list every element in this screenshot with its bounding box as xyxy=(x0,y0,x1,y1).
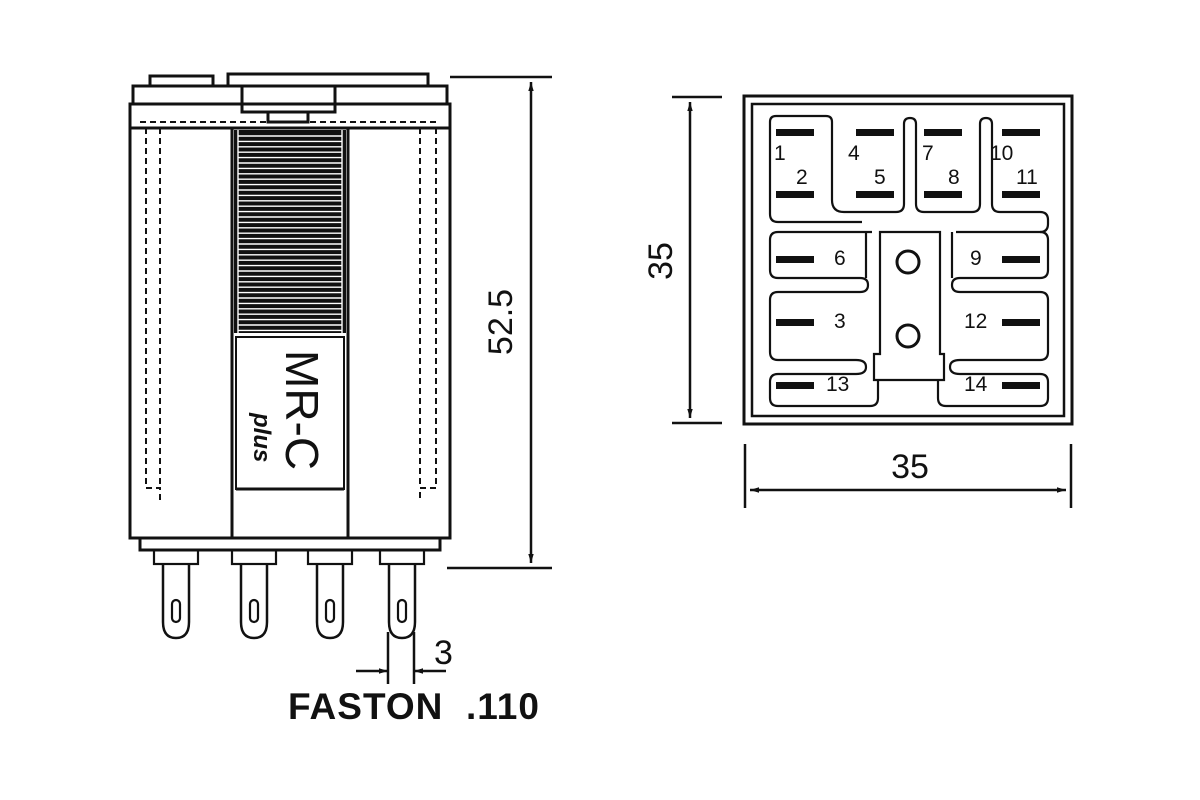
pin-number-label: 4 xyxy=(848,142,860,165)
pin-number-label: 13 xyxy=(826,373,849,396)
pin-pitch-dimension xyxy=(356,632,446,684)
mounting-hole-lower xyxy=(895,323,921,349)
contact-slot xyxy=(924,191,962,198)
pin-number-label: 3 xyxy=(834,310,846,333)
pin-number-label: 2 xyxy=(796,166,808,189)
relay-top-cap xyxy=(131,72,449,124)
contact-slot xyxy=(776,129,814,136)
socket-width-value: 35 xyxy=(891,448,929,486)
mounting-hole-upper xyxy=(895,249,921,275)
brand-label: MR-C xyxy=(276,350,328,470)
socket-outer-frame xyxy=(742,94,1074,426)
pin-pitch-value: 3 xyxy=(434,634,453,672)
socket-width-dimension xyxy=(743,444,1073,508)
pin-number-label: 11 xyxy=(1016,166,1038,189)
pin-number-label: 10 xyxy=(990,142,1013,165)
faston-pin xyxy=(230,548,278,640)
socket-height-value: 35 xyxy=(642,242,680,280)
brand-sub-label: plus xyxy=(248,412,275,462)
contact-slot xyxy=(856,191,894,198)
pin-number-label: 6 xyxy=(834,247,846,270)
socket-inner-frame xyxy=(750,102,1066,418)
relay-base xyxy=(138,536,442,552)
faston-pin xyxy=(306,548,354,640)
socket-grooves xyxy=(768,114,1050,408)
internal-outline xyxy=(140,121,440,500)
contact-slot xyxy=(776,319,814,326)
height-dimension xyxy=(447,75,552,570)
pin-number-label: 9 xyxy=(970,247,982,270)
pin-number-label: 7 xyxy=(922,142,934,165)
socket-height-dimension xyxy=(672,95,722,425)
contact-slot xyxy=(1002,256,1040,263)
label-panel xyxy=(235,336,345,490)
faston-pin xyxy=(378,548,426,640)
pin-number-label: 8 xyxy=(948,166,960,189)
contact-slot xyxy=(776,191,814,198)
height-dimension-value: 52.5 xyxy=(482,289,520,355)
pin-number-label: 1 xyxy=(774,142,786,165)
terminal-type-caption: FASTON .110 xyxy=(288,686,540,727)
contact-slot xyxy=(1002,129,1040,136)
top-view xyxy=(742,94,1074,426)
contact-slot xyxy=(924,129,962,136)
ribbed-window xyxy=(234,130,346,333)
faston-pins xyxy=(152,548,426,640)
faston-pin xyxy=(152,548,200,640)
contact-slot xyxy=(1002,191,1040,198)
contact-slot xyxy=(776,382,814,389)
contact-slot xyxy=(1002,319,1040,326)
pin-number-label: 14 xyxy=(964,373,988,396)
contact-slot xyxy=(856,129,894,136)
contact-slots xyxy=(776,129,1040,389)
contact-slot xyxy=(1002,382,1040,389)
pin-number-label: 12 xyxy=(964,310,987,333)
side-view xyxy=(128,72,452,640)
pin-number-label: 5 xyxy=(874,166,886,189)
contact-slot xyxy=(776,256,814,263)
